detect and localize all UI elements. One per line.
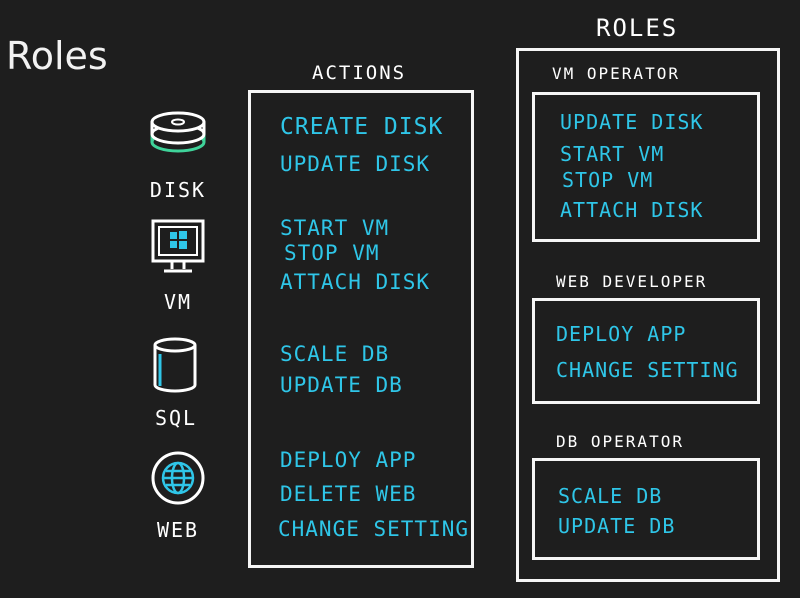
action-item: CHANGE SETTING	[278, 517, 470, 541]
role-name-db-operator: DB OPERATOR	[556, 432, 684, 451]
actions-box	[248, 90, 474, 568]
resource-label-disk: DISK	[149, 178, 207, 202]
role-item: ATTACH DISK	[560, 198, 704, 222]
role-name-web-developer: WEB DEVELOPER	[556, 272, 708, 291]
role-name-vm-operator: VM OPERATOR	[552, 64, 680, 83]
resource-label-web: WEB	[156, 518, 200, 542]
role-item: DEPLOY APP	[556, 322, 687, 346]
role-item: UPDATE DB	[558, 514, 676, 538]
role-item: START VM	[560, 142, 665, 166]
role-box-vm-operator	[532, 92, 760, 242]
page-title: Roles	[6, 34, 108, 78]
action-item: ATTACH DISK	[280, 270, 431, 294]
vm-icon	[151, 219, 205, 273]
actions-heading: ACTIONS	[312, 62, 407, 84]
resource-label-sql: SQL	[154, 406, 198, 430]
role-item: UPDATE DISK	[560, 110, 704, 134]
role-item: SCALE DB	[558, 484, 663, 508]
sql-icon	[153, 337, 197, 393]
action-item: START VM	[280, 216, 390, 240]
disk-icon	[150, 111, 206, 153]
role-box-db-operator	[532, 458, 760, 560]
role-item: CHANGE SETTING	[556, 358, 739, 382]
action-item: SCALE DB	[280, 342, 390, 366]
roles-box	[516, 48, 780, 582]
action-item: UPDATE DB	[280, 373, 403, 397]
action-item: CREATE DISK	[280, 114, 444, 140]
resource-label-vm: VM	[163, 290, 193, 314]
action-item: DEPLOY APP	[280, 448, 417, 472]
roles-heading: ROLES	[596, 14, 679, 42]
action-item: STOP VM	[284, 241, 380, 265]
role-box-web-developer	[532, 298, 760, 404]
role-item: STOP VM	[562, 168, 654, 192]
action-item: DELETE WEB	[280, 482, 417, 506]
action-item: UPDATE DISK	[280, 152, 431, 176]
web-icon	[151, 451, 205, 505]
